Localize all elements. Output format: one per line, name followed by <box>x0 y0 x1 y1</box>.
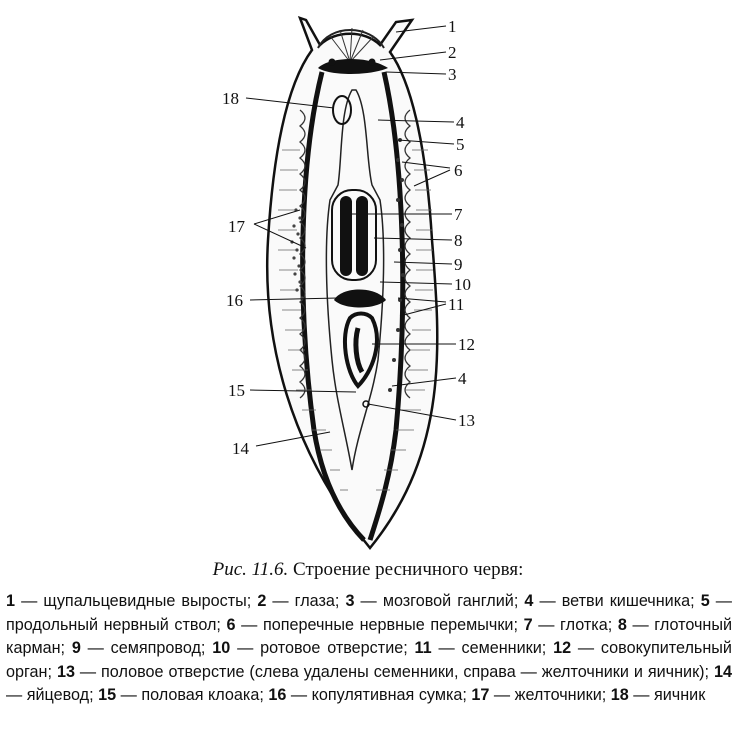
legend-item-number: 9 <box>71 639 81 658</box>
legend-item-number: 2 <box>257 592 267 610</box>
legend-item: 10 — ротовое отверстие; <box>212 639 408 658</box>
legend-item-number: 3 <box>345 592 355 610</box>
legend-item: 4 — ветви кишечника; <box>524 592 695 610</box>
figure-title: Строение ресничного червя: <box>293 559 524 580</box>
figure-caption: Рис. 11.6. Строение ресничного червя: <box>0 558 736 582</box>
label-12: 12 <box>458 335 475 354</box>
legend-item: 17 — желточники; <box>471 686 607 705</box>
label-16: 16 <box>226 291 243 310</box>
legend-item-number: 15 <box>98 686 117 705</box>
legend-item-text: щупальцевидные выросты; <box>43 592 252 610</box>
eye-left <box>328 58 336 66</box>
legend-item-text: продольный нервный ствол; <box>6 615 221 634</box>
copulatory-organ <box>342 311 379 389</box>
legend-item-text: глаза; <box>294 592 340 610</box>
legend-item: 11 — семенники; <box>414 639 547 658</box>
central-gut <box>325 89 385 471</box>
legend-item: 1 — щупальцевидные выросты; <box>6 592 252 610</box>
head-lobes <box>317 29 385 49</box>
legend-item-text: глотка; <box>560 615 613 634</box>
legend-item-text: семенники; <box>461 639 547 658</box>
legend-item-text: семяпровод; <box>110 639 206 658</box>
label-6: 6 <box>454 161 463 180</box>
leader-lines-right <box>352 25 457 421</box>
legend-item: 2 — глаза; <box>257 592 340 610</box>
legend-item-text: яйцевод; <box>26 686 94 705</box>
flatworm-anatomy-figure: 1 2 3 4 5 6 7 8 9 10 11 12 4 13 18 17 16… <box>222 15 475 550</box>
legend-item: 15 — половая клоака; <box>98 686 264 705</box>
copulatory-organ-inner <box>353 327 365 374</box>
label-7: 7 <box>454 205 463 224</box>
label-14: 14 <box>232 439 250 458</box>
figure-labels-left: 18 17 16 15 14 <box>222 89 250 458</box>
figure-number: Рис. 11.6. <box>212 559 289 580</box>
legend-item-text: половое отверстие (слева удалены семенни… <box>101 662 710 681</box>
legend-item: 12 — совокупительный орган; <box>6 639 732 681</box>
label-10: 10 <box>454 275 471 294</box>
legend-item: 13 — половое отверстие (слева удалены се… <box>56 662 710 681</box>
eye-right <box>368 58 376 66</box>
legend-item-text: ротовое отверстие; <box>260 639 408 658</box>
legend-item: 5 — продольный нервный ствол; <box>6 592 732 634</box>
pharynx <box>340 196 352 276</box>
label-4b: 4 <box>458 369 467 388</box>
legend-item-text: желточники; <box>514 686 607 705</box>
legend-item-number: 14 <box>714 662 733 681</box>
leader-lines-left <box>245 97 357 447</box>
nerve-cord-right <box>367 71 406 541</box>
legend-item-text: мозговой ганглий; <box>382 592 519 610</box>
legend-item-text: поперечные нервные перемычки; <box>262 615 518 634</box>
legend-item: 3 — мозговой ганглий; <box>345 592 519 610</box>
legend-item: 16 — копулятивная сумка; <box>268 686 467 705</box>
legend-item-number: 17 <box>471 686 490 705</box>
label-18: 18 <box>222 89 239 108</box>
legend-item-text: ветви кишечника; <box>561 592 695 610</box>
legend-item-number: 13 <box>56 662 75 681</box>
legend-item-number: 11 <box>414 639 432 658</box>
label-9: 9 <box>454 255 463 274</box>
legend-item-number: 12 <box>553 639 572 658</box>
figure-legend: 1 — щупальцевидные выросты; 2 — глаза; 3… <box>6 590 732 708</box>
legend-item: 8 — глоточный карман; <box>6 615 733 658</box>
legend-item-text: глоточный карман; <box>6 615 733 658</box>
head-radial-lines <box>329 27 375 63</box>
label-17: 17 <box>228 217 246 236</box>
label-4: 4 <box>456 113 465 132</box>
label-3: 3 <box>448 65 457 84</box>
label-15: 15 <box>228 381 245 400</box>
legend-item: 14 — яйцевод; <box>6 662 733 705</box>
legend-item-number: 8 <box>617 615 627 634</box>
copulatory-bursa <box>334 289 386 308</box>
legend-item-number: 18 <box>610 686 629 705</box>
legend-item-number: 6 <box>226 615 236 634</box>
label-13: 13 <box>458 411 475 430</box>
legend-item-number: 1 <box>6 592 16 610</box>
testes <box>388 138 405 392</box>
figure-labels-right: 1 2 3 4 5 6 7 8 9 10 11 12 4 13 <box>448 17 475 430</box>
legend-item-number: 4 <box>524 592 534 610</box>
pharynx-right <box>356 196 368 276</box>
label-8: 8 <box>454 231 463 250</box>
label-2: 2 <box>448 43 457 62</box>
label-5: 5 <box>456 135 465 154</box>
legend-item: 6 — поперечные нервные перемычки; <box>226 615 518 634</box>
legend-item: 7 — глотка; <box>523 615 613 634</box>
legend-item: 9 — семяпровод; <box>71 639 206 658</box>
legend-item: 18 — яичник <box>610 686 706 705</box>
legend-item-text: совокупительный орган; <box>6 639 732 681</box>
legend-item-number: 7 <box>523 615 533 634</box>
legend-item-text: яичник <box>653 686 706 705</box>
legend-item-text: копулятивная сумка; <box>311 686 467 705</box>
ovary <box>332 95 352 125</box>
legend-item-number: 16 <box>268 686 287 705</box>
legend-item-text: половая клоака; <box>141 686 264 705</box>
legend-item-number: 10 <box>212 639 231 658</box>
label-11: 11 <box>448 295 464 314</box>
legend-item-number: 5 <box>700 592 710 610</box>
label-1: 1 <box>448 17 457 36</box>
pharyngeal-pocket <box>331 189 377 281</box>
nerve-cord-left <box>300 71 366 542</box>
